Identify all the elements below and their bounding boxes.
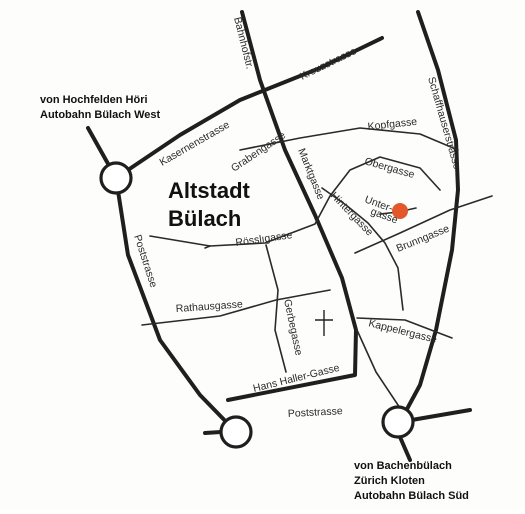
direction-south-line-3: Autobahn Bülach Süd xyxy=(354,490,469,502)
direction-west-line-1: von Hochfelden Höri xyxy=(40,94,148,106)
label-kreuzstrasse: Kreuzstrasse xyxy=(298,45,358,83)
label-hans-haller-gasse: Hans Haller-Gasse xyxy=(252,362,341,395)
label-poststrasse-south: Poststrasse xyxy=(288,405,344,420)
roundabout-southeast xyxy=(381,405,415,439)
label-marktgasse: Marktgasse xyxy=(295,147,327,202)
label-poststrasse-west: Poststrasse xyxy=(131,233,159,289)
label-gerbegasse: Gerbegasse xyxy=(281,298,305,357)
road-bahnhofstrasse xyxy=(226,10,358,402)
roundabout-west xyxy=(99,161,133,195)
direction-south-line-1: von Bachenbülach xyxy=(354,460,452,472)
street-grabengasse xyxy=(149,156,441,247)
road-poststrasse-west xyxy=(114,176,238,434)
label-grabengasse: Grabengasse xyxy=(229,129,288,174)
direction-south-line-2: Zürich Kloten xyxy=(354,475,425,487)
label-roessligasse: Rösslıgasse xyxy=(235,229,293,249)
label-brunngasse: Brunngasse xyxy=(395,223,452,255)
street-roessligasse-link xyxy=(204,245,211,249)
roundabout-southwest xyxy=(219,415,253,449)
street-brunngasse xyxy=(354,195,493,254)
region-title-line-1: Altstadt xyxy=(168,178,251,203)
street-rathausgasse xyxy=(141,289,331,326)
direction-west-line-2: Autobahn Bülach West xyxy=(40,109,161,121)
street-hintergasse xyxy=(321,187,404,311)
street-kopfgasse xyxy=(239,127,459,151)
label-rathausgasse: Rathausgasse xyxy=(175,298,243,315)
road-south-exit xyxy=(398,435,412,462)
road-schaffhauserstrasse xyxy=(398,10,460,424)
region-title-line-2: Bülach xyxy=(168,206,241,231)
street-hintergasse-south xyxy=(356,329,401,409)
label-kappelergasse: Kappelergasse xyxy=(367,317,438,346)
location-dot-icon xyxy=(392,203,408,219)
road-kasernenstrasse xyxy=(114,36,384,180)
street-kappelergasse xyxy=(356,317,453,339)
road-west-exit xyxy=(203,430,223,435)
church-cross-icon xyxy=(315,310,333,336)
street-gerbegasse xyxy=(265,244,287,373)
label-kopfgasse: Kopfgasse xyxy=(367,116,418,133)
